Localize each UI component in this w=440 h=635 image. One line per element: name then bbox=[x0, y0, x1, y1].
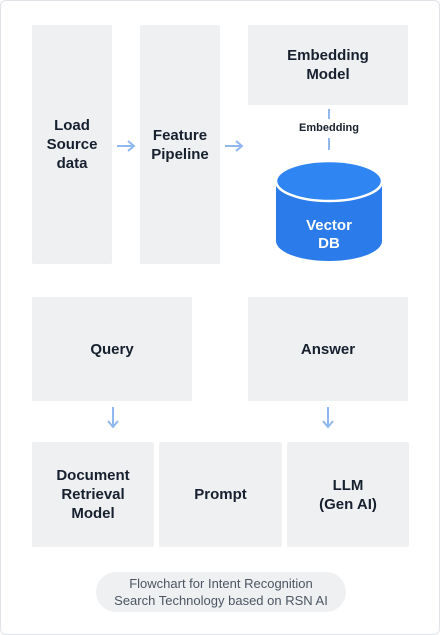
arrow-feature-to-db bbox=[225, 140, 244, 152]
diagram-caption: Flowchart for Intent Recognition Search … bbox=[96, 572, 346, 612]
answer-node: Answer bbox=[248, 297, 408, 401]
vector-db-label: Vector DB bbox=[306, 217, 352, 252]
prompt-node: Prompt bbox=[159, 442, 282, 547]
llm-node: LLM (Gen AI) bbox=[287, 442, 409, 547]
embedding-edge-label: Embedding bbox=[299, 122, 359, 134]
document-retrieval-model-node: Document Retrieval Model bbox=[32, 442, 154, 547]
arrow-answer-to-llm bbox=[322, 407, 334, 429]
feature-pipeline-node: Feature Pipeline bbox=[140, 25, 220, 264]
query-node: Query bbox=[32, 297, 192, 401]
arrow-embedding-dashed bbox=[328, 109, 330, 119]
vector-db-cylinder-icon bbox=[275, 159, 383, 261]
load-source-data-node: Load Source data bbox=[32, 25, 112, 264]
embedding-model-node: Embedding Model bbox=[248, 25, 408, 105]
arrow-load-to-feature bbox=[117, 140, 136, 152]
arrow-query-to-retrieval bbox=[107, 407, 119, 429]
arrow-embedding-to-db bbox=[328, 138, 330, 150]
